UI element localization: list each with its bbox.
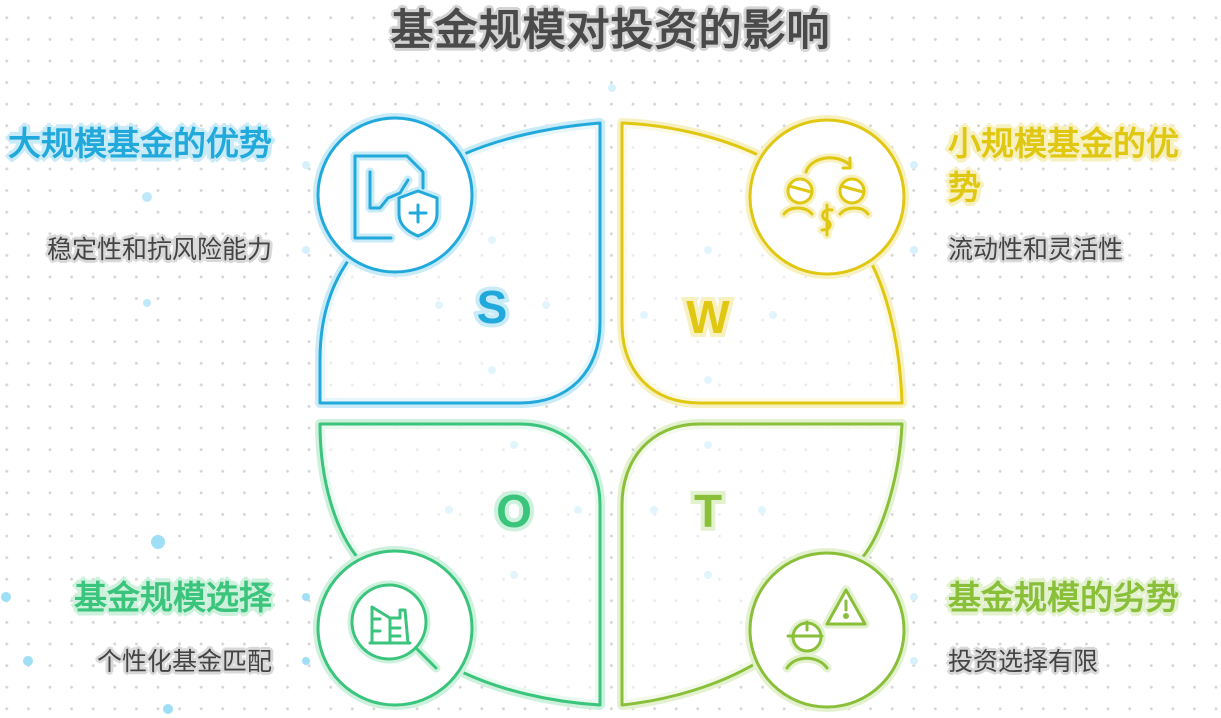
page-title: 基金规模对投资的影响 xyxy=(390,6,831,56)
quadrant-strengths: S xyxy=(313,113,605,408)
opportunities-heading: 基金规模选择 xyxy=(74,578,272,617)
threats-description: 投资选择有限 xyxy=(948,647,1099,676)
letter-t: T xyxy=(694,485,722,537)
quadrant-threats: T xyxy=(617,419,909,712)
quadrant-opportunities: O xyxy=(313,419,605,710)
magnifier-buildings-icon xyxy=(347,580,441,673)
letter-w: W xyxy=(686,291,730,343)
letter-s: S xyxy=(477,281,508,333)
quadrant-weaknesses: W xyxy=(617,115,909,408)
strengths-description: 稳定性和抗风险能力 xyxy=(46,235,272,264)
money-exchange-people-icon xyxy=(779,153,873,240)
weaknesses-heading: 小规模基金的优势 xyxy=(948,124,1179,207)
chart-document-shield-icon xyxy=(350,151,442,243)
strengths-heading: 大规模基金的优势 xyxy=(8,124,272,163)
person-warning-icon xyxy=(782,585,870,673)
letter-o: O xyxy=(496,485,532,537)
weaknesses-description: 流动性和灵活性 xyxy=(948,235,1124,264)
opportunities-description: 个性化基金匹配 xyxy=(96,647,272,676)
threats-heading: 基金规模的劣势 xyxy=(948,578,1179,617)
